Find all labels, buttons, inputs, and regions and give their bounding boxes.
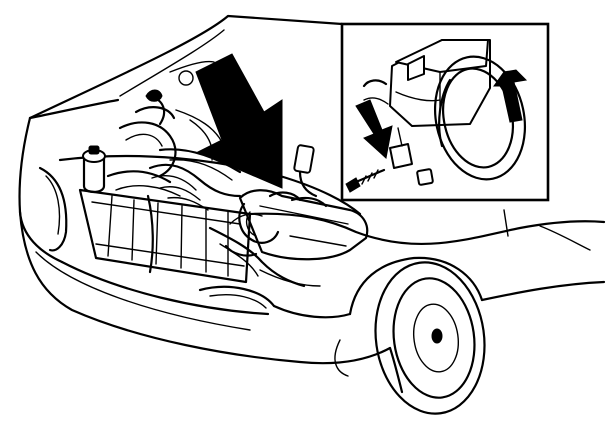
detail-inset bbox=[340, 22, 550, 202]
air-cleaner-housing bbox=[238, 144, 369, 261]
intake-manifold bbox=[148, 148, 242, 211]
car-body bbox=[18, 116, 606, 394]
hood-emblem-icon bbox=[178, 70, 194, 86]
open-hood bbox=[28, 14, 344, 120]
front-wheel bbox=[374, 261, 486, 415]
hub-cap bbox=[431, 328, 443, 344]
up-arrow-icon bbox=[493, 69, 528, 123]
pointer-arrow-icon bbox=[195, 53, 283, 189]
mounting-bolt bbox=[345, 168, 386, 193]
air-mass-meter bbox=[362, 39, 527, 186]
down-arrow-icon bbox=[355, 99, 393, 159]
coolant-reservoir bbox=[82, 145, 106, 194]
grille bbox=[78, 188, 252, 284]
